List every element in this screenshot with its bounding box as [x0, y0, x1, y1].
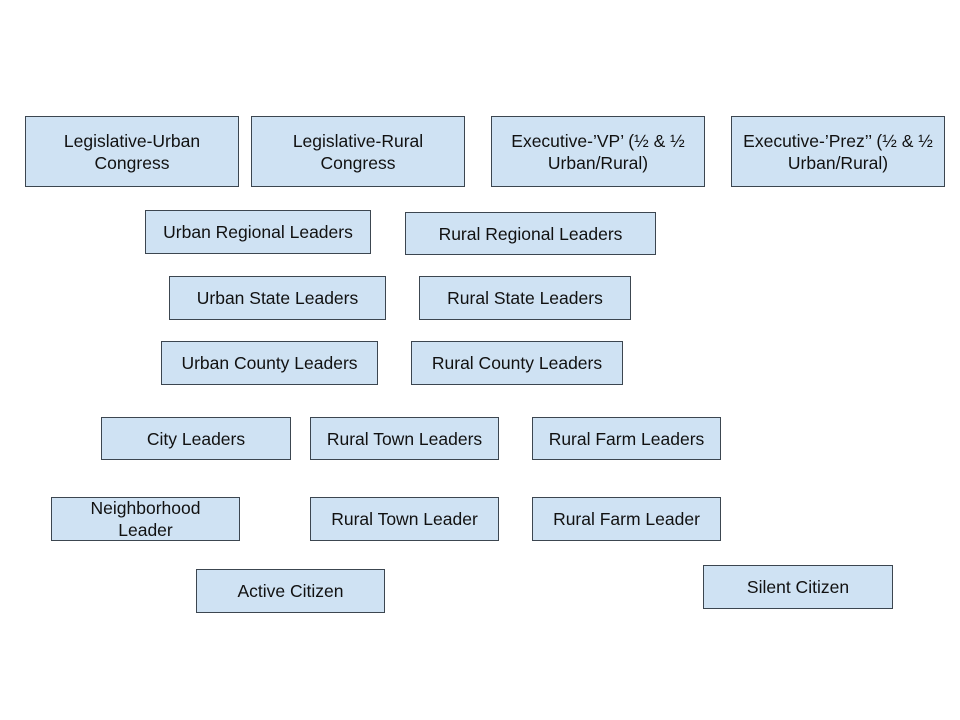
node-rural-town-leaders: Rural Town Leaders — [310, 417, 499, 460]
node-executive-prez: Executive-’Prez’’ (½ & ½ Urban/Rural) — [731, 116, 945, 187]
node-rural-state-leaders: Rural State Leaders — [419, 276, 631, 320]
node-silent-citizen: Silent Citizen — [703, 565, 893, 609]
node-legislative-rural-congress: Legislative-Rural Congress — [251, 116, 465, 187]
node-urban-county-leaders: Urban County Leaders — [161, 341, 378, 385]
node-neighborhood-leader: Neighborhood Leader — [51, 497, 240, 541]
node-rural-regional-leaders: Rural Regional Leaders — [405, 212, 656, 255]
node-rural-town-leader: Rural Town Leader — [310, 497, 499, 541]
node-legislative-urban-congress: Legislative-Urban Congress — [25, 116, 239, 187]
node-urban-state-leaders: Urban State Leaders — [169, 276, 386, 320]
node-rural-county-leaders: Rural County Leaders — [411, 341, 623, 385]
node-city-leaders: City Leaders — [101, 417, 291, 460]
node-active-citizen: Active Citizen — [196, 569, 385, 613]
node-rural-farm-leader: Rural Farm Leader — [532, 497, 721, 541]
node-urban-regional-leaders: Urban Regional Leaders — [145, 210, 371, 254]
node-executive-vp: Executive-’VP’ (½ & ½ Urban/Rural) — [491, 116, 705, 187]
node-rural-farm-leaders: Rural Farm Leaders — [532, 417, 721, 460]
